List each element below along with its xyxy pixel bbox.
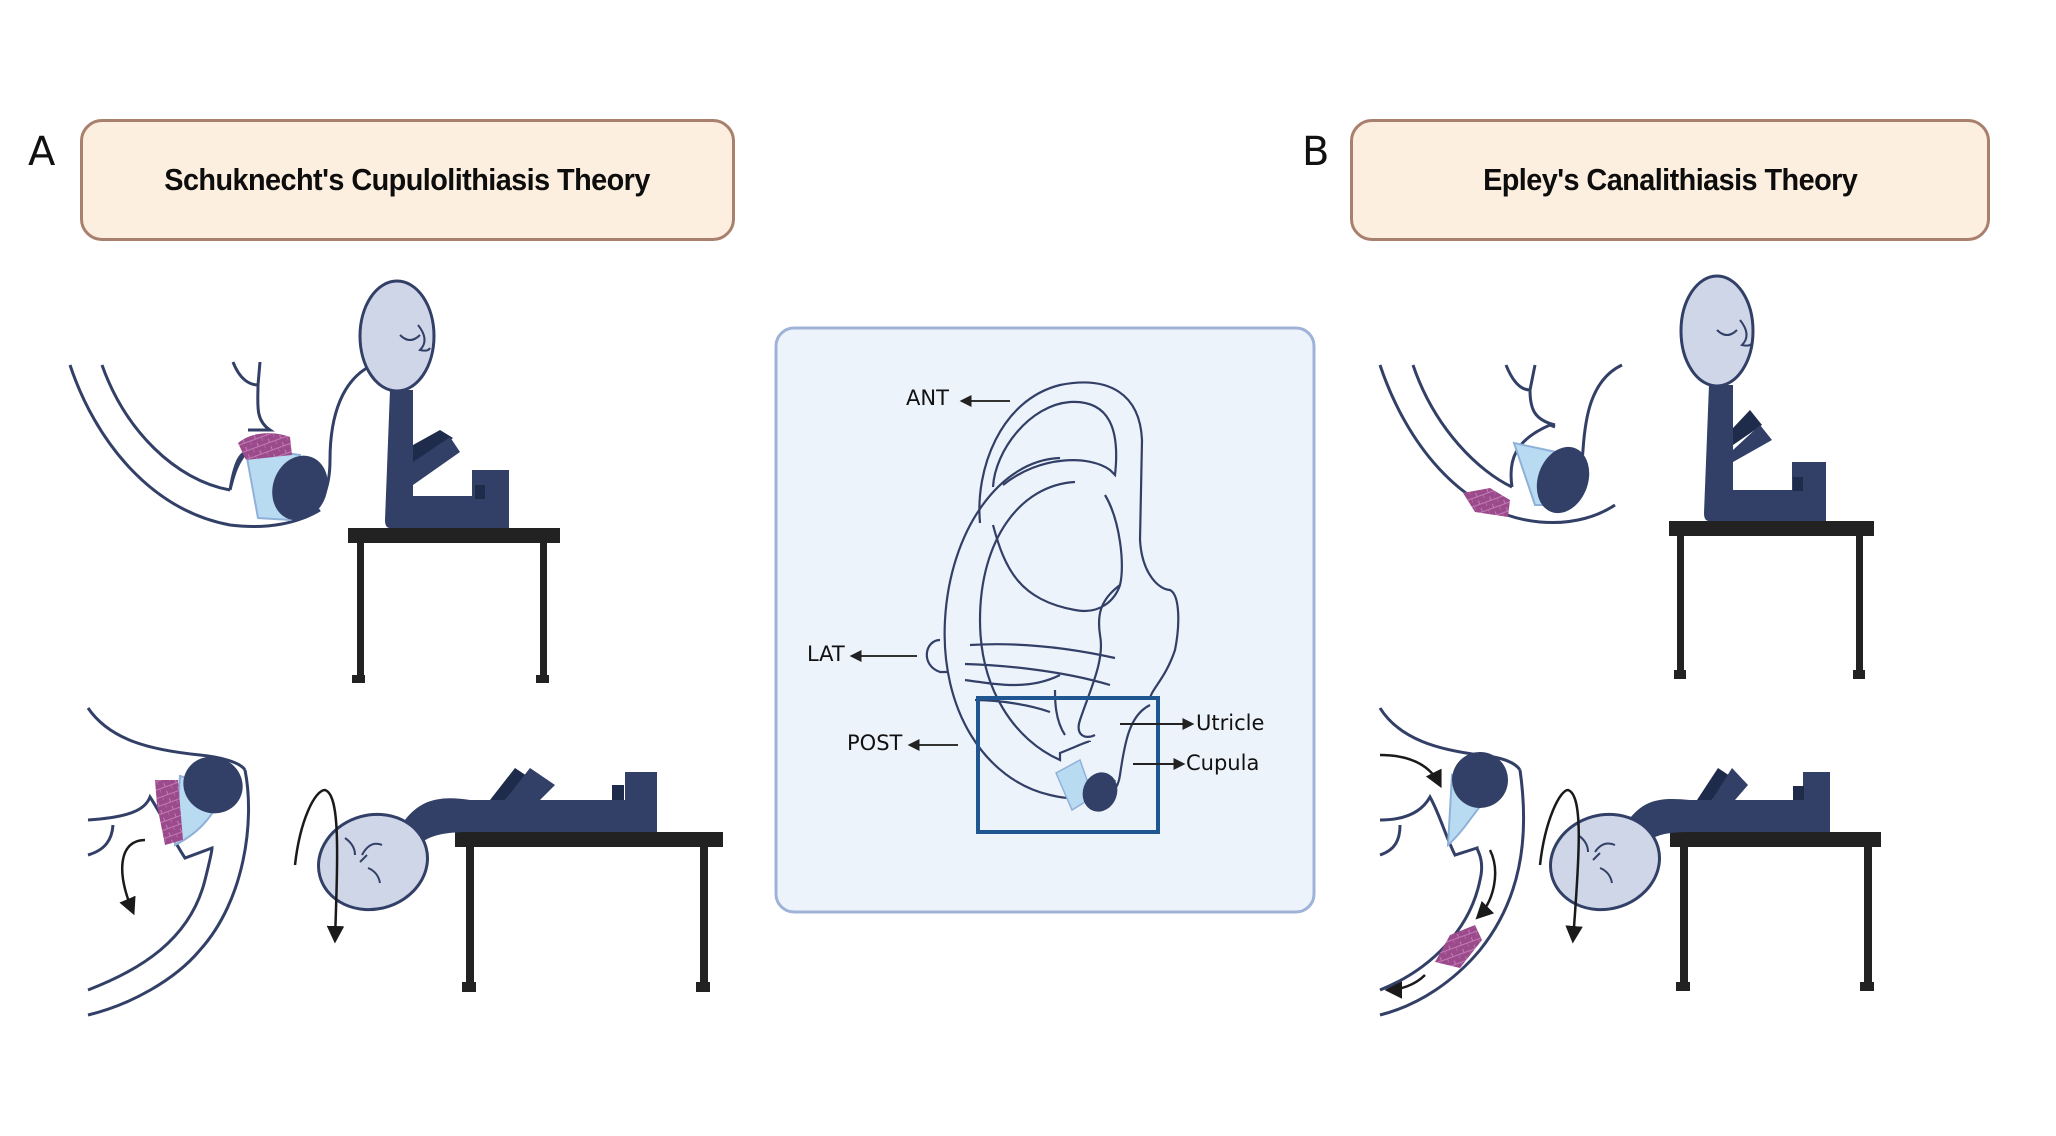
label-utricle: Utricle [1196, 711, 1264, 735]
inner-ear-panel-bg [774, 326, 1316, 914]
table-leg [1856, 533, 1863, 678]
canal-supine-canalithiasis [1378, 707, 1526, 1017]
patient-sitting-a [348, 279, 560, 683]
label-ant: ANT [906, 386, 949, 410]
panel-letter-a: A [28, 129, 56, 175]
table-top [455, 832, 723, 847]
patient-arm [505, 768, 555, 800]
patient-supine-b [1538, 768, 1881, 991]
title-box-canalithiasis: Epley's Canalithiasis Theory [1350, 119, 1990, 241]
title-cupulolithiasis: Schuknecht's Cupulolithiasis Theory [164, 162, 651, 197]
table-leg [357, 540, 364, 683]
crista-ampullaris [1452, 752, 1508, 808]
otoconia-cluster [1463, 488, 1510, 517]
patient-body [1630, 772, 1830, 845]
patient-supine-a [293, 768, 723, 992]
otoconia-cluster [155, 780, 183, 845]
label-cupula: Cupula [1186, 751, 1259, 775]
crista-ampullaris [272, 455, 328, 521]
table-top [348, 528, 560, 543]
patient-arm [1733, 410, 1762, 445]
title-box-cupulolithiasis: Schuknecht's Cupulolithiasis Theory [80, 119, 735, 241]
table-leg [700, 845, 708, 985]
patient-arm [413, 437, 460, 485]
movement-arrow [119, 838, 146, 916]
patient-body [405, 772, 657, 845]
patient-head [358, 279, 436, 393]
patient-arm [1712, 768, 1748, 800]
movement-arrow [1384, 974, 1426, 999]
label-lat: LAT [807, 642, 845, 666]
inner-ear-panel: ANT LAT POST Utricle Cupula [774, 326, 1316, 914]
movement-arrow [1475, 849, 1497, 920]
rotation-arrow [293, 788, 345, 944]
patient-arm [490, 768, 527, 800]
panel-letter-b: B [1302, 129, 1330, 175]
otoconia-cluster [1435, 925, 1482, 968]
movement-arrow [1379, 753, 1442, 789]
table-top [1670, 832, 1881, 847]
title-canalithiasis: Epley's Canalithiasis Theory [1482, 162, 1858, 197]
rotation-arrow [1538, 788, 1583, 944]
patient-arm [1697, 768, 1730, 800]
canal-sitting-canalithiasis [1378, 363, 1623, 525]
otoconia-cluster [238, 433, 292, 460]
table-leg [1677, 533, 1684, 678]
ampulla-crista [1082, 772, 1118, 812]
crista-ampullaris [183, 756, 243, 814]
canal-sitting-cupulolithiasis [68, 360, 381, 529]
canal-supine-cupulolithiasis [86, 707, 250, 1017]
patient-arm [1733, 425, 1772, 462]
table-leg [466, 845, 474, 985]
table-leg [540, 540, 547, 683]
crista-ampullaris [1536, 446, 1590, 514]
patient-body [1704, 385, 1826, 521]
table-top [1669, 521, 1874, 536]
table-leg [1680, 845, 1688, 985]
patient-sitting-b [1669, 274, 1874, 679]
table-leg [1864, 845, 1872, 985]
label-post: POST [847, 731, 903, 755]
